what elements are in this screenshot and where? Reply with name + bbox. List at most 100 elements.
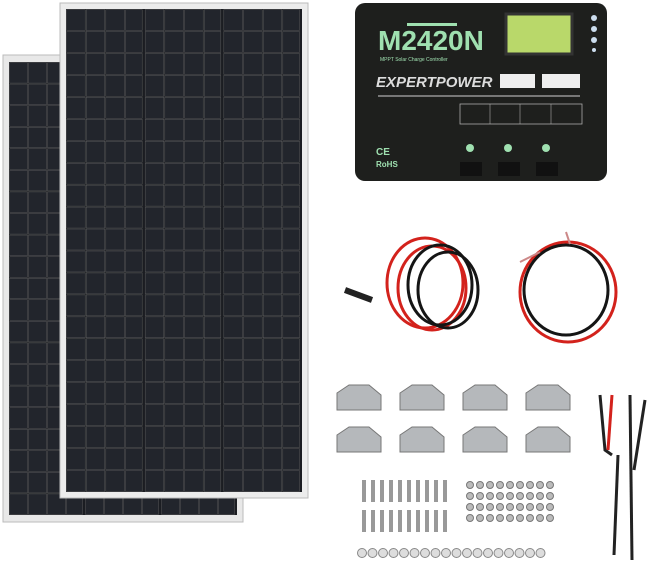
solar-cell [66,97,86,119]
solar-cell [125,75,143,97]
nut [496,492,504,500]
mounting-bracket [462,426,508,453]
solar-cell [144,470,165,492]
solar-cell [243,382,263,404]
nut [546,492,554,500]
solar-cell [85,206,106,229]
nut [476,481,484,489]
solar-cell [164,162,184,185]
solar-cell [262,470,283,492]
solar-cell [262,250,283,273]
washer [472,548,483,558]
solar-cell [164,206,184,229]
solar-cell [85,338,106,360]
solar-cell [28,299,47,321]
solar-cell [223,31,243,53]
solar-cell [105,382,125,404]
solar-cell [28,127,47,148]
solar-cell [125,228,143,251]
solar-cell [282,119,300,141]
solar-cell [85,75,106,97]
washer [420,548,430,558]
nut [546,514,554,522]
solar-cell [28,105,47,127]
solar-cell [243,338,263,360]
solar-cell [28,213,47,235]
battery-terminal [498,162,520,176]
solar-cell [66,404,86,426]
solar-cell [203,184,222,207]
control-button[interactable] [542,74,580,88]
solar-cell [105,404,125,426]
solar-cell [262,426,283,448]
mounting-bracket [462,384,508,411]
solar-cell [184,272,204,295]
solar-cell [125,250,143,273]
solar-cell [243,448,263,470]
solar-cell [243,294,263,317]
spec-table [459,103,583,125]
nut [536,492,544,500]
solar-cell [85,316,106,339]
solar-cell [203,228,222,251]
mounting-bracket [525,426,571,453]
washer [388,548,399,558]
solar-cell [125,162,143,185]
solar-cell [105,184,125,207]
status-led-icons [591,15,597,52]
solar-cell [243,97,263,119]
solar-cell [243,228,263,251]
nut [536,481,544,489]
solar-cell [105,141,125,163]
solar-cell [282,9,300,31]
solar-cell [85,250,106,273]
solar-cell [262,206,283,229]
solar-cell [243,53,263,75]
washer [430,548,441,558]
solar-cell [105,360,125,382]
solar-cell [243,250,263,273]
washer [409,548,420,558]
solar-cell [223,470,243,492]
solar-cell [28,62,47,84]
nut [506,481,514,489]
terminal-icons [466,144,550,152]
solar-cell [125,360,143,382]
solar-cell [66,75,86,97]
solar-cell [164,316,184,339]
solar-cell [243,162,263,185]
mounting-bracket [399,384,445,411]
control-button[interactable] [500,74,535,88]
solar-cell [125,119,143,141]
solar-cell [9,83,28,105]
solar-cell [243,470,263,492]
solar-cell [164,31,184,53]
solar-cell [105,75,125,97]
solar-cell [125,9,143,31]
solar-cell [105,162,125,185]
solar-cell [164,470,184,492]
nut [466,503,474,511]
model-label: M2420N [378,25,484,56]
solar-cell [223,119,243,141]
bolt [380,480,384,502]
solar-cell [262,360,283,382]
solar-cell [184,250,204,273]
bolt [407,510,411,532]
solar-cell [203,162,222,185]
solar-cell [282,206,300,229]
solar-cell [66,9,86,31]
solar-cell [164,53,184,75]
solar-cell [144,360,165,382]
nut [516,481,524,489]
solar-cell [9,170,28,192]
solar-cell [184,426,204,448]
solar-cell [164,250,184,273]
solar-cell [105,448,125,470]
solar-cell [9,234,28,256]
solar-cell [282,97,300,119]
battery-cables [518,231,618,344]
solar-cell [66,119,86,141]
solar-cell [66,382,86,404]
solar-cell [164,272,184,295]
